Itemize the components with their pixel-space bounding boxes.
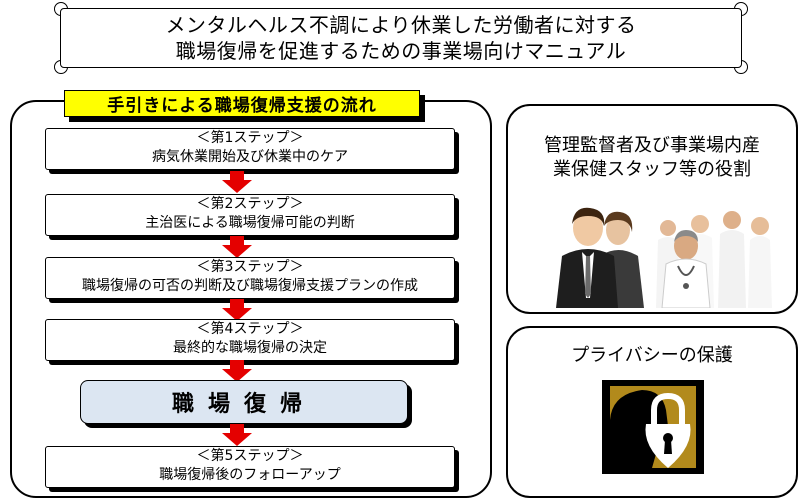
roles-title-line-2: 業保健スタッフ等の役割 [553,159,751,180]
step-3-desc: 職場復帰の可否の判断及び職場復帰支援プランの作成 [82,278,418,294]
step-3-box: ＜第3ステップ＞ 職場復帰の可否の判断及び職場復帰支援プランの作成 [45,257,455,299]
privacy-panel: プライバシーの保護 [506,326,798,498]
step-4-desc: 最終的な職場復帰の決定 [173,340,327,356]
step-3-label: ＜第3ステップ＞ [196,259,304,275]
step-5-label: ＜第5ステップ＞ [196,448,304,464]
down-arrow-icon [222,360,252,382]
step-2-box: ＜第2ステップ＞ 主治医による職場復帰可能の判断 [45,194,455,236]
step-1-box: ＜第1ステップ＞ 病気休業開始及び休業中のケア [45,128,455,170]
return-to-work-box: 職場復帰 [80,380,408,424]
roles-panel: 管理監督者及び事業場内産 業保健スタッフ等の役割 [506,104,798,314]
title-line-2: 職場復帰を促進するための事業場向けマニュアル [175,39,627,63]
privacy-title: プライバシーの保護 [571,345,733,366]
down-arrow-icon [222,299,252,321]
lock-icon [602,380,704,474]
roles-title-line-1: 管理監督者及び事業場内産 [544,135,760,156]
step-5-box: ＜第5ステップ＞ 職場復帰後のフォローアップ [45,446,455,488]
title-line-1: メンタルヘルス不調により休業した労働者に対する [165,13,637,37]
flow-title: 手引きによる職場復帰支援の流れ [64,90,420,117]
step-2-desc: 主治医による職場復帰可能の判断 [145,215,355,231]
step-4-label: ＜第4ステップ＞ [196,321,304,337]
step-1-desc: 病気休業開始及び休業中のケア [152,149,348,165]
roles-title: 管理監督者及び事業場内産 業保健スタッフ等の役割 [508,134,796,182]
medical-staff-image [656,198,772,308]
title-banner: メンタルヘルス不調により休業した労働者に対する 職場復帰を促進するための事業場向… [60,8,742,68]
business-people-image [552,198,648,308]
step-5-desc: 職場復帰後のフォローアップ [159,467,341,483]
down-arrow-icon [222,171,252,193]
step-4-box: ＜第4ステップ＞ 最終的な職場復帰の決定 [45,319,455,361]
step-2-label: ＜第2ステップ＞ [196,196,304,212]
step-1-label: ＜第1ステップ＞ [196,130,304,146]
down-arrow-icon [222,424,252,446]
down-arrow-icon [222,236,252,258]
